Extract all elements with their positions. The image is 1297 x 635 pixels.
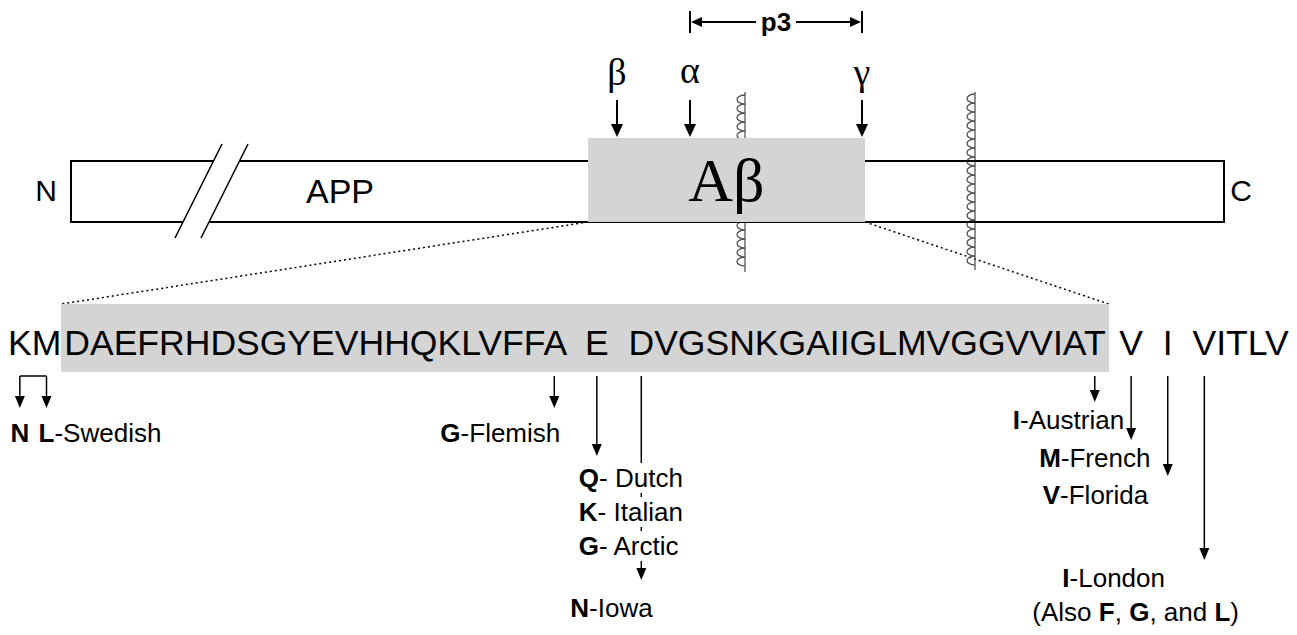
substituted-residue: I	[1013, 405, 1020, 435]
mutation-name: -Florida	[1060, 480, 1148, 510]
substituted-residue: L	[1214, 597, 1230, 627]
arrowhead	[592, 444, 602, 456]
substituted-residue: V	[1043, 480, 1060, 510]
mutation-name: -Austrian	[1020, 405, 1124, 435]
cleavage-arrow	[617, 100, 862, 126]
mutation-label: K- Italian	[579, 497, 683, 527]
arrowhead	[549, 396, 559, 408]
cleavage-arrowhead	[611, 124, 868, 137]
mutation-name: - Dutch	[599, 463, 683, 493]
substituted-residue: F	[1099, 597, 1115, 627]
mutation-arrow	[19, 376, 21, 398]
abeta-sequence: DAEFRHDSGYEVHHQKLVFFA E DVGSNKGAIIGLMVGG…	[64, 323, 1105, 363]
mutation-label: N-Iowa	[570, 593, 652, 623]
substituted-residue: G	[579, 531, 599, 561]
mutation-label: I-London	[1062, 563, 1165, 593]
break-slash	[175, 144, 222, 238]
cleavage-site: β	[607, 53, 626, 91]
mutation-arrow	[1204, 376, 1206, 550]
region-name: Aβ	[688, 145, 764, 215]
mutation-arrow	[554, 376, 556, 398]
mutation-label: V-Florida	[1043, 480, 1148, 510]
cleavage-site: γ	[854, 53, 871, 91]
membrane-helix	[967, 92, 975, 270]
arrowhead	[15, 396, 25, 408]
sequence-row: KMDAEFRHDSGYEVHHQKLVFFA E DVGSNKGAIIGLMV…	[8, 304, 1289, 372]
mutation-label: (Also F, G, and L)	[1032, 597, 1239, 627]
substituted-residue: K	[579, 497, 598, 527]
mutation-arrow	[1094, 376, 1096, 392]
arrowhead	[1199, 548, 1209, 560]
substituted-residue: I	[1062, 563, 1069, 593]
substituted-residue: L	[39, 418, 55, 448]
zoom-line	[61, 222, 588, 304]
mutation-label: M-French	[1039, 443, 1150, 473]
cleavage-site: α	[680, 51, 700, 89]
mutation-name: -French	[1061, 443, 1151, 473]
terminus-label: C	[1230, 174, 1252, 208]
substituted-residue: M	[1039, 443, 1061, 473]
mutation-name: )	[1230, 597, 1239, 627]
mutation-label: G-Flemish	[440, 418, 560, 448]
substituted-residue: G	[440, 418, 460, 448]
flanking-sequence: V I VITLV	[1119, 304, 1288, 372]
mutation-label: L-Swedish	[39, 418, 162, 448]
p3-label: p3	[756, 8, 796, 36]
zoom-line	[865, 222, 1109, 304]
arrowhead	[41, 396, 51, 408]
mutation-name: ,	[1115, 597, 1129, 627]
substituted-residue: N	[570, 593, 589, 623]
break-slash	[201, 144, 248, 238]
mutation-label: N	[10, 418, 29, 448]
mutation-name: -Swedish	[54, 418, 161, 448]
abeta-region: Aβ	[588, 138, 865, 222]
terminus-label: N	[35, 174, 57, 208]
bracket-line	[20, 375, 47, 377]
substituted-residue: N	[10, 418, 29, 448]
substituted-residue: Q	[579, 463, 599, 493]
abeta-sequence-band: DAEFRHDSGYEVHHQKLVFFA E DVGSNKGAIIGLMVGG…	[61, 304, 1108, 372]
arrowhead	[1126, 428, 1136, 440]
arrowhead	[1090, 390, 1100, 402]
mutation-arrow	[46, 376, 48, 398]
mutation-name: -Iowa	[589, 593, 653, 623]
mutation-name: -Flemish	[461, 418, 561, 448]
mutation-name: (Also	[1032, 597, 1098, 627]
mutation-name: -London	[1070, 563, 1165, 593]
mutation-arrow	[1167, 376, 1169, 466]
mutation-arrow	[1130, 376, 1132, 430]
mutation-label: G- Arctic	[579, 531, 679, 561]
mutation-label: I-Austrian	[1013, 405, 1124, 435]
flanking-sequence: KM	[8, 304, 61, 372]
substituted-residue: G	[1129, 597, 1149, 627]
arrowhead	[1163, 464, 1173, 476]
mutation-name: - Italian	[598, 497, 683, 527]
arrowhead	[636, 568, 646, 580]
mutation-name: - Arctic	[599, 531, 678, 561]
mutation-label: Q- Dutch	[579, 463, 683, 493]
mutation-name: , and	[1149, 597, 1214, 627]
mutation-arrow	[596, 376, 598, 446]
bar-break	[175, 144, 248, 238]
protein-name: APP	[306, 171, 374, 211]
